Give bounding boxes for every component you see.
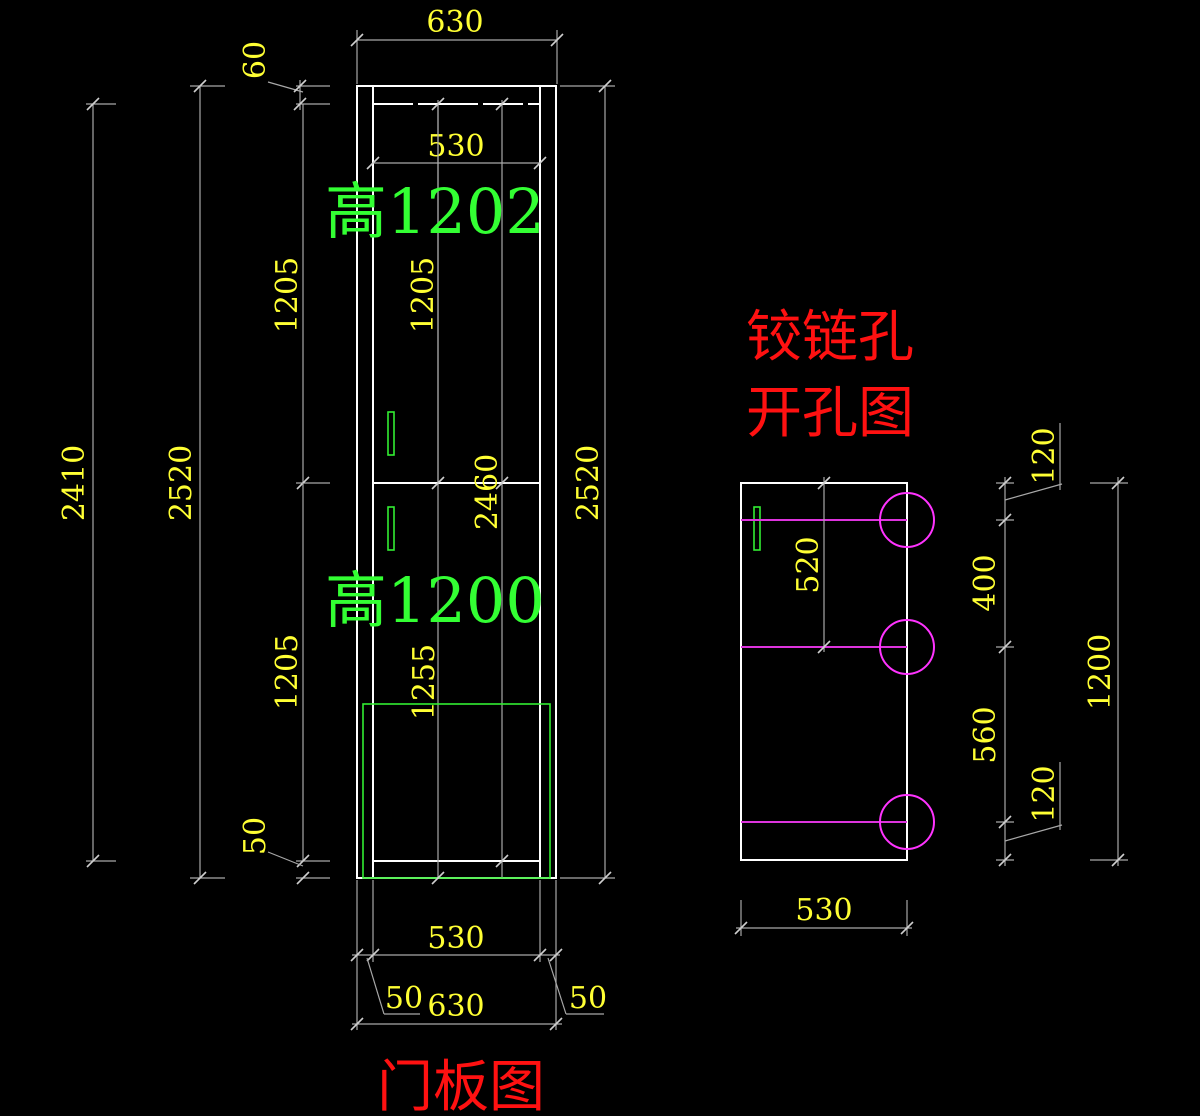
dim-lower-inner-height-text: 1255: [407, 644, 442, 720]
dim-top-offset-text: 60: [238, 41, 273, 79]
dim-bottom-inner-text: 530: [427, 921, 484, 956]
dim-hole-depth: 520: [791, 476, 831, 654]
dim-bottom-offset-text: 50: [238, 817, 273, 855]
dim-bottom-total-text: 630: [427, 989, 484, 1024]
door-panel-drawing: 630 530 60 1205: [57, 5, 615, 1116]
upper-height-note: 高1202: [325, 175, 545, 248]
dim-upper-inner-height: 1205: [406, 97, 509, 490]
lower-door-outline: [362, 703, 551, 879]
hinge-hole-2: [879, 619, 935, 675]
dim-bottom-offset: 50: [238, 817, 304, 867]
lower-handle: [387, 506, 395, 551]
dim-top-width-text: 630: [426, 5, 483, 40]
lower-height-note: 高1200: [325, 564, 545, 637]
dim-left-total: 2410: [57, 97, 116, 868]
dim-left-total-text: 2410: [57, 445, 92, 521]
dim-top-offset: 60: [238, 41, 330, 111]
upper-handle: [387, 411, 395, 456]
dim-right-total-text: 2520: [571, 445, 606, 521]
dim-lower-inner-height: 1255: [407, 644, 445, 885]
door-panel-title: 门板图: [377, 1055, 545, 1116]
dim-hinge-total: 1200: [1083, 476, 1128, 867]
hinge-title-line2: 开孔图: [746, 381, 914, 446]
dim-total-height: 2520: [164, 79, 225, 885]
hinge-title-line1: 铰链孔: [746, 305, 914, 370]
dim-hinge-total-text: 1200: [1083, 634, 1118, 710]
dim-hinge-width-text: 530: [795, 893, 852, 928]
dim-spacing-top-text: 400: [968, 554, 1003, 611]
dim-bottom-edges: 50 50: [366, 957, 607, 1016]
dim-spacing-bottom-text: 560: [968, 706, 1003, 763]
dim-upper-inner-height-text: 1205: [406, 257, 441, 333]
dim-bottom-offset-text: 120: [1027, 765, 1062, 822]
dim-right-total: 2520: [560, 79, 615, 885]
dim-hinge-spacing: 120 400 560 120: [968, 423, 1063, 867]
hinge-hole-3: [879, 794, 935, 850]
hinge-hole-1: [879, 492, 935, 548]
hinge-hole-drawing: 铰链孔 开孔图 520 530: [734, 305, 1128, 936]
dim-lower-height: 1205: [270, 483, 330, 885]
dim-center-height: 2460: [470, 454, 509, 868]
dim-bottom-total: 630: [350, 989, 563, 1031]
dim-hole-depth-text: 520: [791, 536, 826, 593]
dim-inner-width-text: 530: [427, 129, 484, 164]
dim-top-width: 630: [350, 5, 564, 84]
dim-bottom-right-edge-text: 50: [569, 981, 607, 1016]
dim-upper-height: 1205: [270, 104, 330, 490]
dim-total-height-text: 2520: [164, 445, 199, 521]
dim-lower-height-text: 1205: [270, 634, 305, 710]
dim-bottom-left-edge-text: 50: [385, 981, 423, 1016]
dim-hinge-width: 530: [734, 893, 914, 936]
dim-top-offset-text: 120: [1027, 427, 1062, 484]
hinge-door-handle: [753, 506, 761, 551]
dim-center-height-text: 2460: [470, 454, 505, 530]
dim-inner-width: 530: [366, 129, 547, 170]
dim-bottom-inner: 530: [350, 880, 563, 1030]
dim-upper-height-text: 1205: [270, 257, 305, 333]
